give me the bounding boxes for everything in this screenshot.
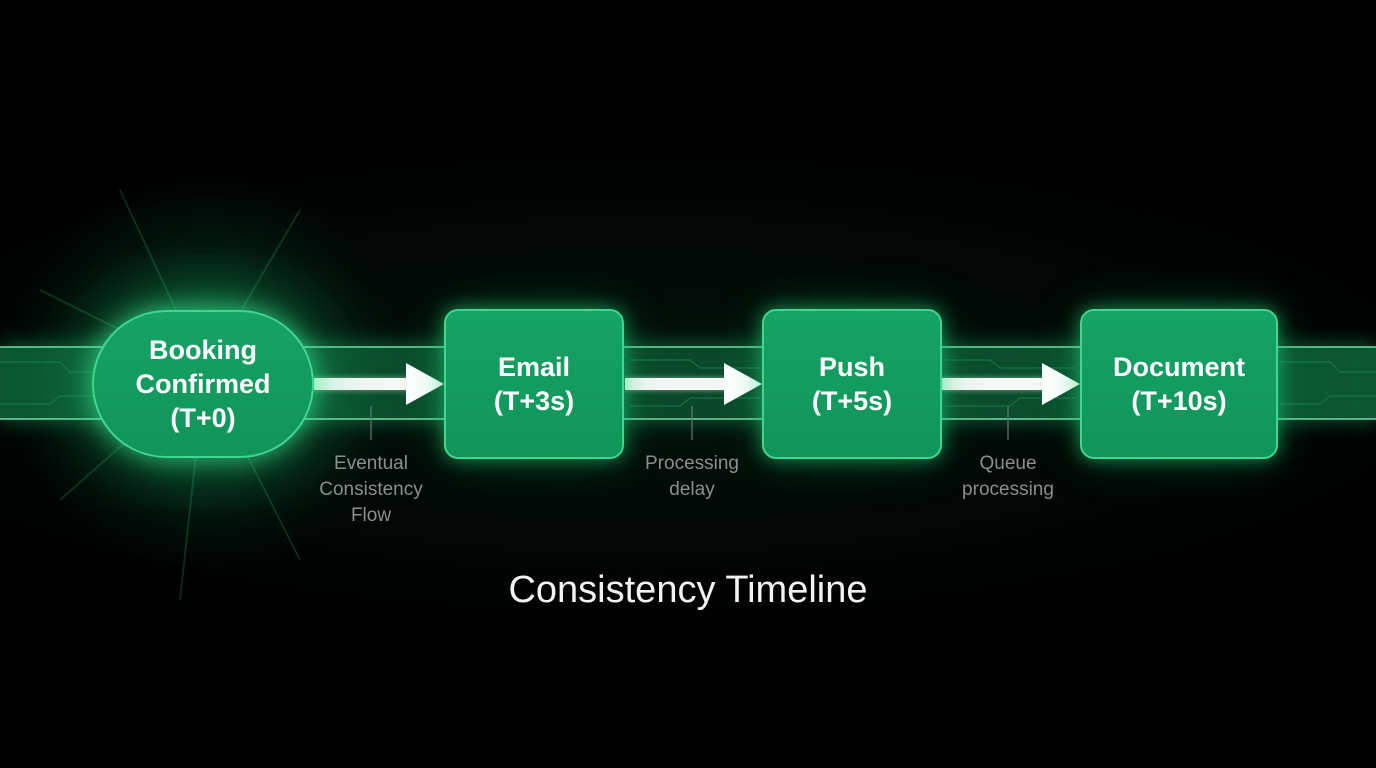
node-push: Push (T+5s) xyxy=(762,309,942,459)
node-booking-confirmed: Booking Confirmed (T+0) xyxy=(92,310,314,458)
connector-ticks xyxy=(370,406,1009,440)
node-document: Document (T+10s) xyxy=(1080,309,1278,459)
node-email-label: Email (T+3s) xyxy=(493,352,575,416)
connector-label-processing-delay: Processing delay xyxy=(645,453,739,500)
arrow-1 xyxy=(314,363,444,405)
diagram-title: Consistency Timeline xyxy=(508,569,868,611)
arrow-3 xyxy=(942,363,1080,405)
connector-label-queue-processing: Queue processing xyxy=(962,453,1054,500)
node-email: Email (T+3s) xyxy=(444,309,624,459)
node-document-label: Document (T+10s) xyxy=(1112,352,1245,416)
connector-label-eventual-consistency: Eventual Consistency Flow xyxy=(319,453,423,526)
node-booking-confirmed-label: Booking Confirmed (T+0) xyxy=(135,335,271,433)
arrow-2 xyxy=(625,363,762,405)
node-push-label: Push (T+5s) xyxy=(811,352,893,416)
